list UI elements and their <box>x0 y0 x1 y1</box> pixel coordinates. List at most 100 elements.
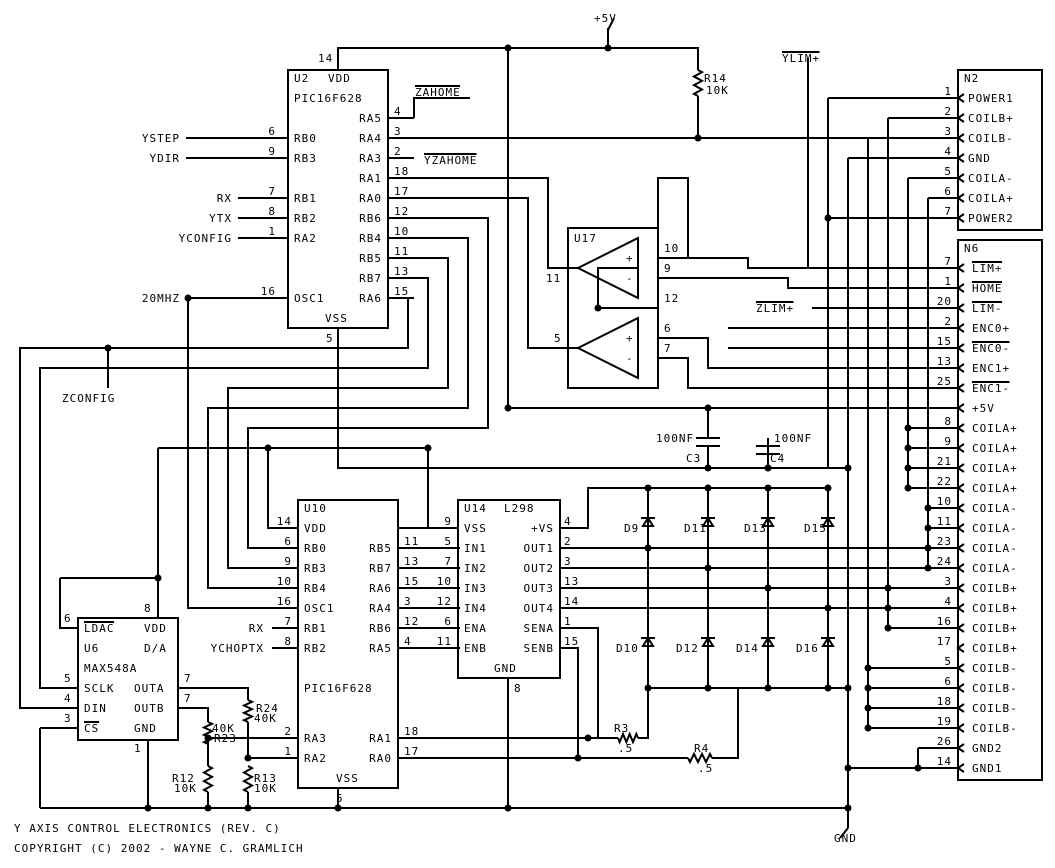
u10-right-pin: 3 <box>404 595 412 608</box>
junction-dot <box>574 754 582 762</box>
arrow <box>956 283 965 293</box>
u6-sclk: SCLK <box>84 682 115 695</box>
u2-right-name: RB6 <box>359 212 382 225</box>
n6-pin-name: COILA+ <box>972 442 1018 455</box>
arrow <box>956 263 965 273</box>
u2-right-pin: 17 <box>394 185 409 198</box>
n6-pin-name: COILB+ <box>972 582 1018 595</box>
u10-left-pin: 9 <box>284 555 292 568</box>
u10-right-pin: 17 <box>404 745 419 758</box>
u2-left-pin: 1 <box>268 225 276 238</box>
u14-right-name: SENA <box>524 622 555 635</box>
junction-dot <box>424 444 432 452</box>
wires <box>19 17 965 839</box>
u2-left-pin: 16 <box>261 285 276 298</box>
diode-body <box>761 636 775 647</box>
u2-right-pin: 13 <box>394 265 409 278</box>
junction-dot <box>844 764 852 772</box>
n6-pin-num: 18 <box>937 695 952 708</box>
title-line-1: Y AXIS CONTROL ELECTRONICS (REV. C) <box>14 822 281 835</box>
r3-ref: R3 <box>614 722 629 735</box>
u10-right-name: RA1 <box>369 732 392 745</box>
u2-pin-vss: 5 <box>326 332 334 345</box>
junction-dot <box>184 294 192 302</box>
junction-dot <box>764 584 772 592</box>
u10-right-pin: 13 <box>404 555 419 568</box>
u2-right-name: RA5 <box>359 112 382 125</box>
n6-pin-num: 5 <box>944 655 952 668</box>
n6-pin-name: GND2 <box>972 742 1003 755</box>
u10-left-pin: 16 <box>277 595 292 608</box>
n6-pin-num: 22 <box>937 475 952 488</box>
n6-pin-name: HOME <box>972 282 1003 295</box>
u6-cs: CS <box>84 722 99 735</box>
junction-dot <box>504 44 512 52</box>
u2-net: RX <box>217 192 232 205</box>
junction-dot <box>604 44 612 52</box>
diode-body <box>641 516 655 527</box>
u2-box <box>287 69 389 329</box>
u2-left-name: RA2 <box>294 232 317 245</box>
u14-left-pin: 10 <box>437 575 452 588</box>
u6-ref: U6 <box>84 642 99 655</box>
r24-val: 40K <box>254 712 277 725</box>
n6-pin-name: COILB- <box>972 682 1018 695</box>
diode-ref: D13 <box>744 522 767 535</box>
n6-pin-name: ENC0+ <box>972 322 1010 335</box>
u6-gnd: GND <box>134 722 157 735</box>
junction-dot <box>704 484 712 492</box>
n6-pin-num: 21 <box>937 455 952 468</box>
u10-left-pin: 14 <box>277 515 292 528</box>
r23-val: 40K <box>212 722 235 735</box>
n6-pin-num: 13 <box>937 355 952 368</box>
vcc-label: +5V <box>594 12 617 25</box>
u10-right-name: RA0 <box>369 752 392 765</box>
u10-left-pin: 8 <box>284 635 292 648</box>
n2-pin-name: GND <box>968 152 991 165</box>
r24-ref: R24 <box>256 702 279 715</box>
u6-vdd: VDD <box>144 622 167 635</box>
u17-box <box>567 227 659 389</box>
u14-gnd: GND <box>494 662 517 675</box>
junction-dot <box>864 704 872 712</box>
junction-dot <box>924 504 932 512</box>
u17-a-out: 11 <box>546 272 561 285</box>
rb4-net <box>207 237 469 589</box>
u10-left-pin: 1 <box>284 745 292 758</box>
u6-pin-vdd: 8 <box>144 602 152 615</box>
junction-dot <box>904 484 912 492</box>
u10-right-pin: 15 <box>404 575 419 588</box>
n6-pin-num: 9 <box>944 435 952 448</box>
u14-left-pin: 9 <box>444 515 452 528</box>
junction-dot <box>204 734 212 742</box>
u6-pin-ldac: 6 <box>64 612 72 625</box>
u14-left-pin: 6 <box>444 615 452 628</box>
u14-right-pin: 15 <box>564 635 579 648</box>
u10-left-name: RB0 <box>304 542 327 555</box>
u6-pin-cs: 3 <box>64 712 72 725</box>
junction-dot <box>824 484 832 492</box>
junction-dot <box>844 464 852 472</box>
outb <box>178 707 209 722</box>
junction-dot <box>704 404 712 412</box>
n6-pin-name: COILB+ <box>972 602 1018 615</box>
arrow <box>956 213 965 223</box>
u2-right-pin: 4 <box>394 105 402 118</box>
arrow <box>956 503 965 513</box>
arrow <box>956 623 965 633</box>
arrow <box>956 743 965 753</box>
u10-part: PIC16F628 <box>304 682 373 695</box>
u17-ref: U17 <box>574 232 597 245</box>
u14-right-name: OUT1 <box>524 542 555 555</box>
diode-body <box>821 636 835 647</box>
resistor <box>617 731 639 745</box>
gnd-label: GND <box>834 832 857 845</box>
junction-dot <box>884 604 892 612</box>
junction-dot <box>644 484 652 492</box>
zahome-label: ZAHOME <box>415 86 461 99</box>
arrow <box>956 563 965 573</box>
u14-right-pin: 4 <box>564 515 572 528</box>
n6-pin-num: 7 <box>944 255 952 268</box>
home-net <box>658 277 958 289</box>
